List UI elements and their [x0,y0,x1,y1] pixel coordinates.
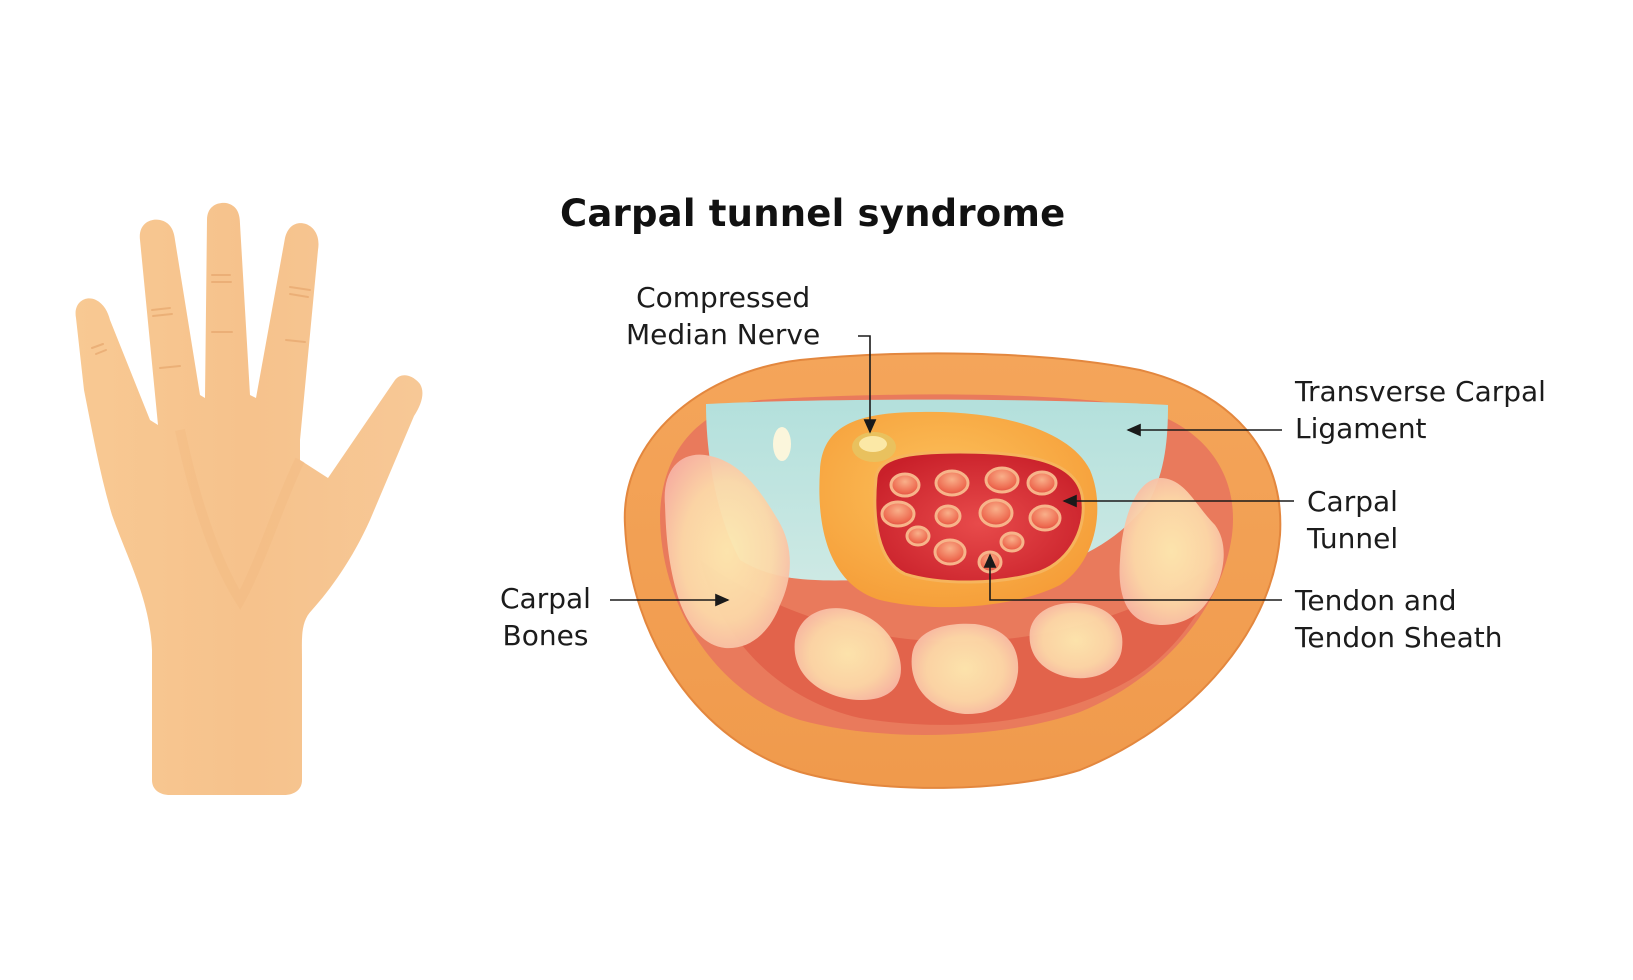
diagram-title: Carpal tunnel syndrome [560,192,1066,235]
label-line: Compressed [636,281,811,314]
leader-lines [610,335,1294,607]
tendon [905,525,931,547]
hand-shading [175,428,305,610]
tendon [934,469,970,497]
leader-compressed-median-nerve [858,335,877,434]
carpal-bone [1119,478,1224,625]
ligament-highlight [773,427,791,461]
label-transverse-carpal-ligament: Transverse Carpal Ligament [1295,373,1546,447]
tendon [934,504,962,528]
tendon [1028,504,1062,532]
finger-creases [91,274,311,369]
tendon [999,531,1025,553]
carpal-bones [664,454,1224,715]
label-line: Tendon and [1295,584,1457,617]
carpal-bone [911,623,1019,715]
label-tendon-and-sheath: Tendon and Tendon Sheath [1295,582,1503,656]
label-line: Carpal [500,582,591,615]
label-compressed-median-nerve: Compressed Median Nerve [626,279,820,353]
carpal-bone [1029,603,1123,679]
carpal-bone [794,608,901,700]
label-line: Bones [502,619,589,652]
tendon [978,498,1014,528]
label-carpal-tunnel: Carpal Tunnel [1307,483,1398,557]
tendon [889,472,921,498]
label-line: Median Nerve [626,318,821,351]
hand-silhouette [75,202,423,796]
tendon [933,538,967,566]
label-line: Transverse Carpal [1295,375,1546,408]
wrist-cross-section [623,352,1282,789]
leader-tendon-and-sheath [983,553,1282,601]
label-line: Tendon Sheath [1295,621,1503,654]
label-line: Tunnel [1307,522,1399,555]
tendon [984,466,1020,494]
label-line: Ligament [1295,412,1427,445]
label-line: Carpal [1307,485,1398,518]
hand-illustration [75,202,423,796]
compressed-median-nerve [852,432,896,462]
tendon [1026,470,1058,496]
tendon [880,500,916,528]
label-carpal-bones: Carpal Bones [500,580,591,654]
